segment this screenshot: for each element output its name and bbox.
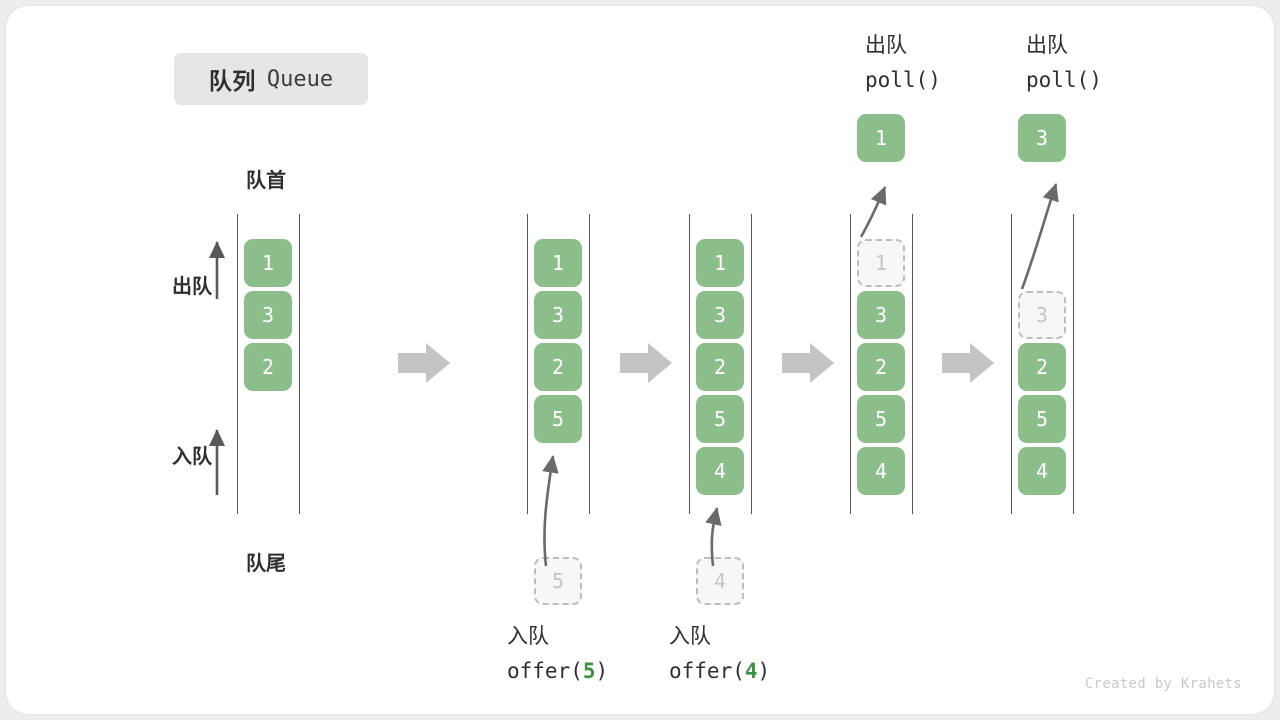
queue-cell-filled: 1 [244,239,292,287]
queue-cell-ghost: 3 [1018,291,1066,339]
operation-label-cn: 入队 [669,624,711,648]
queue-tail-label: 队尾 [246,551,286,575]
pending-enqueue-cell: 4 [696,557,744,605]
credit-text: Created by Krahets [1084,676,1242,692]
queue-rail-left [850,214,851,514]
queue-cell-filled: 5 [857,395,905,443]
dequeue-direction-label: 出队 [172,274,212,298]
dequeued-cell: 3 [1018,114,1066,162]
operation-label-cn: 出队 [865,33,907,57]
queue-rail-left [689,214,690,514]
step-arrow-3 [782,343,834,383]
step-arrow-4 [942,343,994,383]
queue-cell-filled: 5 [696,395,744,443]
queue-rail-left [237,214,238,514]
operation-label-poll-3: 出队 poll() [1026,28,1216,98]
operation-label-code: offer(5) [507,659,609,683]
queue-cell-filled: 1 [696,239,744,287]
queue-cell-filled: 2 [244,343,292,391]
operation-label-code: poll() [865,68,941,92]
queue-cell-filled: 2 [857,343,905,391]
queue-rail-right [589,214,590,514]
dequeued-cell: 1 [857,114,905,162]
operation-label-offer-4: 入队 offer(4) [669,619,859,689]
queue-rail-left [527,214,528,514]
arrow-overlay [208,183,1059,567]
queue-cell-filled: 4 [1018,447,1066,495]
queue-cell-filled: 2 [534,343,582,391]
diagram-title-badge: 队列 Queue [174,53,368,105]
queue-cell-filled: 5 [1018,395,1066,443]
operation-label-cn: 入队 [507,624,549,648]
queue-cell-filled: 4 [696,447,744,495]
queue-rail-right [912,214,913,514]
queue-rail-right [751,214,752,514]
operation-label-code: poll() [1026,68,1102,92]
step-arrow-1 [398,343,450,383]
operation-label-poll-1: 出队 poll() [865,28,1055,98]
queue-cell-ghost: 1 [857,239,905,287]
queue-cell-filled: 4 [857,447,905,495]
queue-rail-left [1011,214,1012,514]
operation-label-offer-5: 入队 offer(5) [507,619,697,689]
operation-label-cn: 出队 [1026,33,1068,57]
queue-cell-filled: 3 [857,291,905,339]
operation-argument: 5 [582,659,596,683]
queue-cell-filled: 1 [534,239,582,287]
queue-cell-filled: 3 [534,291,582,339]
queue-head-label: 队首 [246,168,286,192]
queue-rail-right [299,214,300,514]
title-cn: 队列 [208,68,256,94]
queue-rail-right [1073,214,1074,514]
queue-cell-filled: 2 [1018,343,1066,391]
queue-cell-filled: 3 [244,291,292,339]
queue-cell-filled: 3 [696,291,744,339]
pending-enqueue-cell: 5 [534,557,582,605]
enqueue-direction-label: 入队 [172,444,212,468]
operation-argument: 4 [744,659,758,683]
queue-cell-filled: 2 [696,343,744,391]
step-arrow-2 [620,343,672,383]
title-en: Queue [266,66,334,92]
operation-label-code: offer(4) [669,659,771,683]
queue-cell-filled: 5 [534,395,582,443]
